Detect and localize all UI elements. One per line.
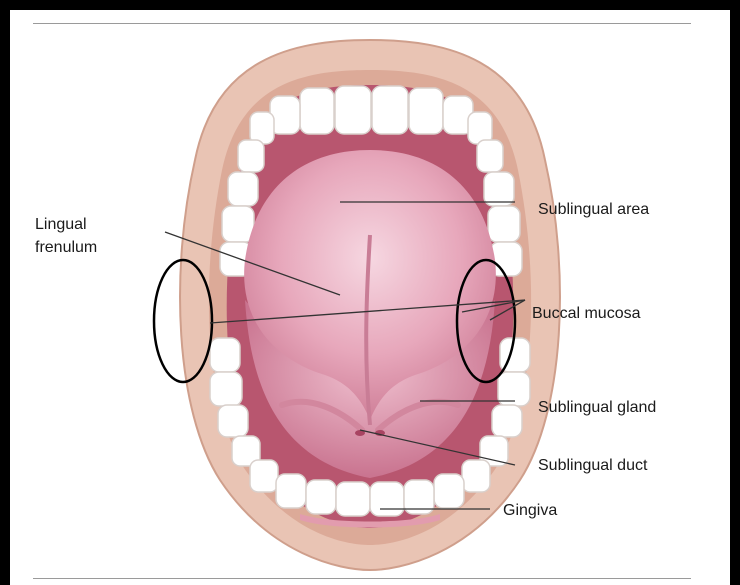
label-lingual-frenulum-line1: Lingual (35, 216, 87, 233)
label-sublingual-area: Sublingual area (538, 201, 649, 218)
label-sublingual-gland: Sublingual gland (538, 399, 656, 416)
label-gingiva: Gingiva (503, 502, 557, 519)
label-sublingual-duct: Sublingual duct (538, 457, 648, 474)
label-buccal-mucosa: Buccal mucosa (532, 305, 641, 322)
label-lingual-frenulum-line2: frenulum (35, 239, 97, 256)
